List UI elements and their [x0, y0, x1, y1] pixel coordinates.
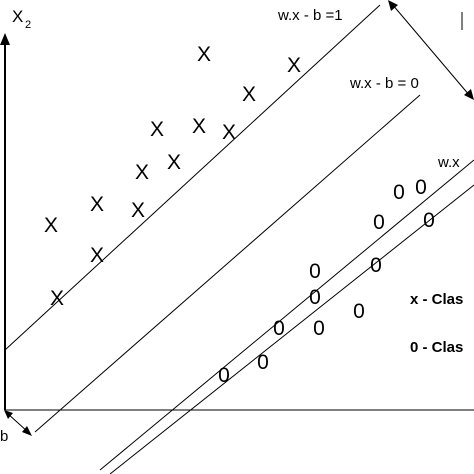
margin-arrowhead-bottom — [464, 89, 474, 100]
class-0-point: 0 — [415, 176, 427, 199]
margin-lower-label: w.x — [437, 154, 460, 171]
offset-line — [109, 184, 474, 474]
class-0-point: 0 — [353, 300, 365, 323]
class-x-point: X — [135, 161, 149, 184]
class-0-point: 0 — [218, 364, 230, 387]
class-0-point: 0 — [257, 351, 269, 374]
x2-axis-label: X — [12, 7, 23, 26]
legend-class-x: x - Clas — [410, 291, 463, 308]
class-0-point: 0 — [313, 317, 325, 340]
decision-line-label: w.x - b = 0 — [349, 75, 419, 92]
bias-arrowhead-top — [4, 410, 13, 419]
class-0-point: 0 — [309, 260, 321, 283]
decision-line — [34, 94, 421, 433]
class-x-point: X — [131, 199, 145, 222]
class-x-point: X — [90, 244, 104, 267]
x2-axis-arrowhead — [0, 33, 10, 45]
class-x-point: X — [167, 151, 181, 174]
class-x-point: X — [90, 193, 104, 216]
class-x-point: X — [242, 83, 256, 106]
class-x-point: X — [192, 115, 206, 138]
class-x-point: X — [44, 214, 58, 237]
margin-arrowhead-top — [388, 0, 398, 11]
class-0-point: 0 — [370, 254, 382, 277]
margin-width-arrow — [391, 3, 471, 97]
class-x-point: X — [150, 118, 164, 141]
class-x-point: X — [222, 121, 236, 144]
class-0-point: 0 — [273, 317, 285, 340]
legend-class-0: 0 - Clas — [410, 339, 463, 356]
class-0-point: 0 — [423, 209, 435, 232]
bias-arrow — [6, 412, 29, 433]
class-0-point: 0 — [373, 211, 385, 234]
margin-line-lower — [99, 159, 474, 471]
bias-arrowhead-bottom — [22, 426, 32, 436]
class-0-points: 0 0 0 0 0 0 0 0 0 0 0 0 — [218, 176, 435, 387]
class-x-point: X — [50, 287, 64, 310]
class-x-point: X — [197, 43, 211, 66]
margin-upper-label: w.x - b =1 — [277, 7, 343, 24]
class-0-point: 0 — [393, 181, 405, 204]
class-x-points: X X X X X X X X X X X X X — [44, 43, 301, 310]
bias-label: b — [0, 428, 8, 445]
class-x-point: X — [287, 54, 301, 77]
margin-line-upper — [4, 4, 381, 351]
x2-axis-subscript: 2 — [25, 19, 31, 31]
class-0-point: 0 — [309, 286, 321, 309]
